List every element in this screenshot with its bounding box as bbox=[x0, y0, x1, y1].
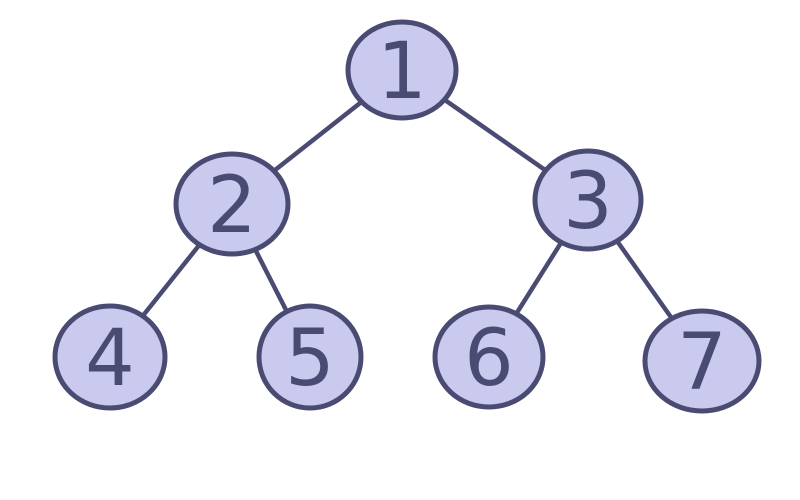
tree-node-1: 1 bbox=[345, 19, 459, 121]
tree-node-circle-2 bbox=[173, 151, 291, 257]
tree-node-circle-5 bbox=[256, 303, 364, 411]
tree-node-label-3: 3 bbox=[563, 157, 613, 247]
tree-node-label-7: 7 bbox=[677, 318, 727, 408]
tree-node-4: 4 bbox=[52, 303, 168, 411]
tree-node-7: 7 bbox=[642, 308, 762, 414]
tree-node-circle-4 bbox=[52, 303, 168, 411]
tree-node-3: 3 bbox=[532, 148, 644, 252]
tree-node-circle-3 bbox=[532, 148, 644, 252]
tree-node-circle-6 bbox=[432, 304, 546, 410]
tree-node-label-6: 6 bbox=[464, 314, 514, 404]
tree-node-5: 5 bbox=[256, 303, 364, 411]
tree-node-6: 6 bbox=[432, 304, 546, 410]
tree-node-label-5: 5 bbox=[285, 314, 335, 404]
tree-node-label-4: 4 bbox=[85, 314, 135, 404]
tree-node-label-2: 2 bbox=[207, 161, 257, 251]
tree-node-label-1: 1 bbox=[377, 27, 427, 117]
tree-node-circle-1 bbox=[345, 19, 459, 121]
tree-node-2: 2 bbox=[173, 151, 291, 257]
tree-node-circle-7 bbox=[642, 308, 762, 414]
